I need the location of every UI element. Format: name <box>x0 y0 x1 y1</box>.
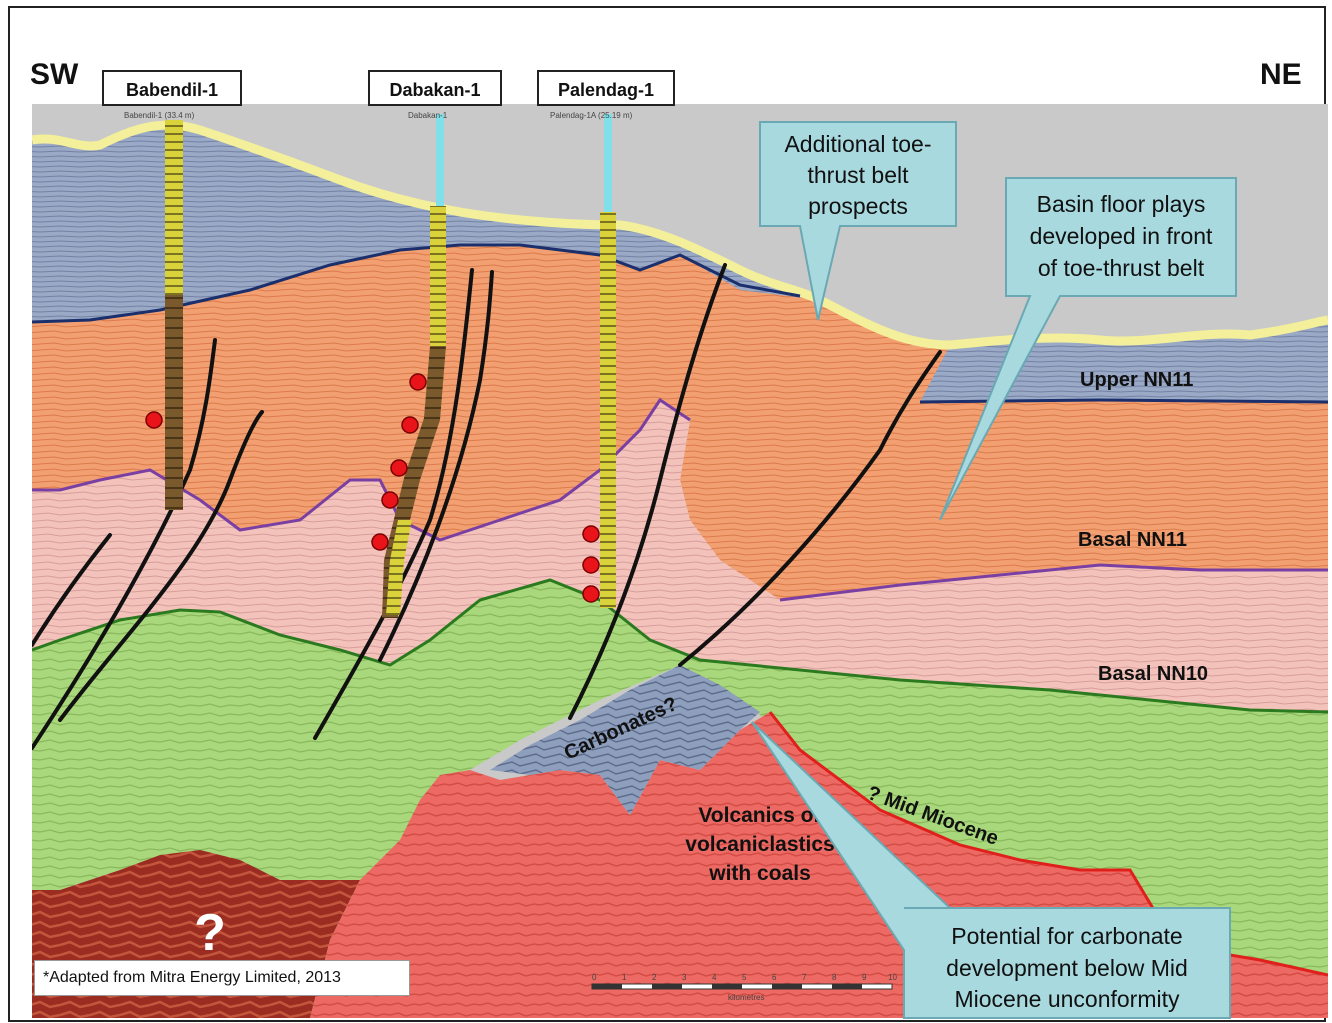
well-label-babendil: Babendil-1 <box>102 70 242 106</box>
credit-note: *Adapted from Mitra Energy Limited, 2013 <box>34 960 410 996</box>
scale-tick-6: 6 <box>772 973 777 982</box>
well-babendil-1 <box>165 120 183 510</box>
scale-tick-8: 8 <box>832 973 837 982</box>
scale-tick-4: 4 <box>712 973 717 982</box>
scale-tick-10: 10 <box>888 973 897 982</box>
callout-carbonate-line-3: Miocene unconformity <box>955 986 1180 1012</box>
callout-basin-floor-line-2: developed in front <box>1030 223 1213 249</box>
label-sw: SW <box>30 58 79 91</box>
scale-label: kilometres <box>728 993 764 1002</box>
callout-toe-thrust-line-2: thrust belt <box>808 162 910 188</box>
label-volcanics-3: with coals <box>708 862 811 885</box>
callout-carbonate-line-1: Potential for carbonate <box>951 923 1182 949</box>
label-upper-nn11: Upper NN11 <box>1080 369 1193 391</box>
scale-tick-0: 0 <box>592 973 597 982</box>
label-basal-nn11: Basal NN11 <box>1078 529 1187 551</box>
label-volcanics-1: Volcanics or <box>698 804 821 827</box>
scale-tick-7: 7 <box>802 973 807 982</box>
callout-carbonate-line-2: development below Mid <box>946 955 1188 981</box>
well-sublabel-dabakan: Dabakan-1 <box>408 111 448 120</box>
well-sublabel-palendag: Palendag-1A (25.19 m) <box>550 111 633 120</box>
callout-basin-floor-line-1: Basin floor plays <box>1037 191 1206 217</box>
scale-tick-1: 1 <box>622 973 627 982</box>
label-ne: NE <box>1260 58 1302 91</box>
callout-toe-thrust-line-1: Additional toe- <box>784 131 931 157</box>
scale-tick-9: 9 <box>862 973 867 982</box>
well-label-palendag: Palendag-1 <box>537 70 675 106</box>
scale-tick-2: 2 <box>652 973 657 982</box>
well-sublabel-babendil: Babendil-1 (33.4 m) <box>124 111 195 120</box>
scale-tick-5: 5 <box>742 973 747 982</box>
label-volcanics-2: volcaniclastics <box>685 833 834 856</box>
scale-tick-3: 3 <box>682 973 687 982</box>
callout-toe-thrust-line-3: prospects <box>808 193 908 219</box>
label-basal-nn10: Basal NN10 <box>1098 663 1208 685</box>
callout-basin-floor-line-3: of toe-thrust belt <box>1038 255 1205 281</box>
label-unknown-basement: ? <box>194 904 226 962</box>
well-label-dabakan: Dabakan-1 <box>368 70 502 106</box>
